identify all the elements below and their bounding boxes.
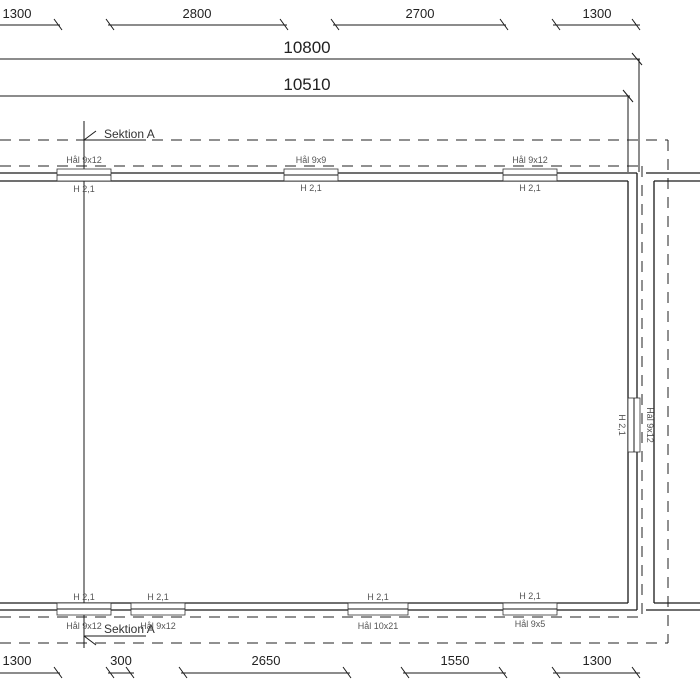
opening-top-1-height: H 2,1: [73, 184, 95, 194]
bottom-dim-3: 2650: [252, 653, 281, 668]
top-dimension-chain: 1300 2800 2700 1300: [0, 6, 641, 31]
opening-top-3-hole: Hål 9x12: [512, 155, 548, 165]
opening-top-1: Hål 9x12 H 2,1: [56, 155, 112, 194]
opening-bottom-4-height: H 2,1: [519, 591, 541, 601]
opening-bottom-1-hole: Hål 9x12: [66, 621, 102, 631]
top-dim-3: 2700: [406, 6, 435, 21]
opening-bottom-1-height: H 2,1: [73, 592, 95, 602]
top-dim-4: 1300: [583, 6, 612, 21]
section-label-bottom: Sektion A: [104, 622, 155, 636]
bottom-dim-4: 1550: [441, 653, 470, 668]
bottom-dimension-chain: 1300 300 2650 1550 1300: [0, 653, 641, 679]
overall-dimension: 10800: [0, 38, 643, 172]
opening-bottom-2: H 2,1 Hål 9x12: [130, 592, 186, 631]
opening-bottom-3-hole: Hål 10x21: [358, 621, 399, 631]
section-line-a: Sektion A Sektion A: [83, 121, 155, 648]
overall-dim-label: 10800: [283, 38, 330, 57]
section-label-top: Sektion A: [104, 127, 155, 141]
opening-right-1-hole: Hål 9x12: [645, 407, 655, 443]
opening-top-1-hole: Hål 9x12: [66, 155, 102, 165]
top-dim-1: 1300: [3, 6, 32, 21]
opening-right-1-height: H 2,1: [617, 414, 627, 436]
bottom-dim-5: 1300: [583, 653, 612, 668]
opening-top-2-height: H 2,1: [300, 183, 322, 193]
inner-dim-label: 10510: [283, 75, 330, 94]
opening-bottom-3: H 2,1 Hål 10x21: [347, 592, 409, 631]
opening-top-3-height: H 2,1: [519, 183, 541, 193]
opening-bottom-3-height: H 2,1: [367, 592, 389, 602]
dashed-outlines: [0, 139, 669, 644]
opening-top-2: Hål 9x9 H 2,1: [283, 155, 339, 193]
opening-right-1: Hål 9x12 H 2,1: [617, 397, 655, 453]
walls: [0, 172, 700, 611]
bottom-dim-2: 300: [110, 653, 132, 668]
opening-bottom-4: H 2,1 Hål 9x5: [502, 591, 558, 629]
opening-bottom-4-hole: Hål 9x5: [515, 619, 546, 629]
bottom-dim-1: 1300: [3, 653, 32, 668]
top-dim-2: 2800: [183, 6, 212, 21]
opening-top-2-hole: Hål 9x9: [296, 155, 327, 165]
opening-top-3: Hål 9x12 H 2,1: [502, 155, 558, 193]
opening-bottom-2-hole: Hål 9x12: [140, 621, 176, 631]
opening-bottom-2-height: H 2,1: [147, 592, 169, 602]
opening-bottom-1: H 2,1 Hål 9x12: [56, 592, 112, 631]
inner-dimension: 10510: [0, 75, 634, 172]
